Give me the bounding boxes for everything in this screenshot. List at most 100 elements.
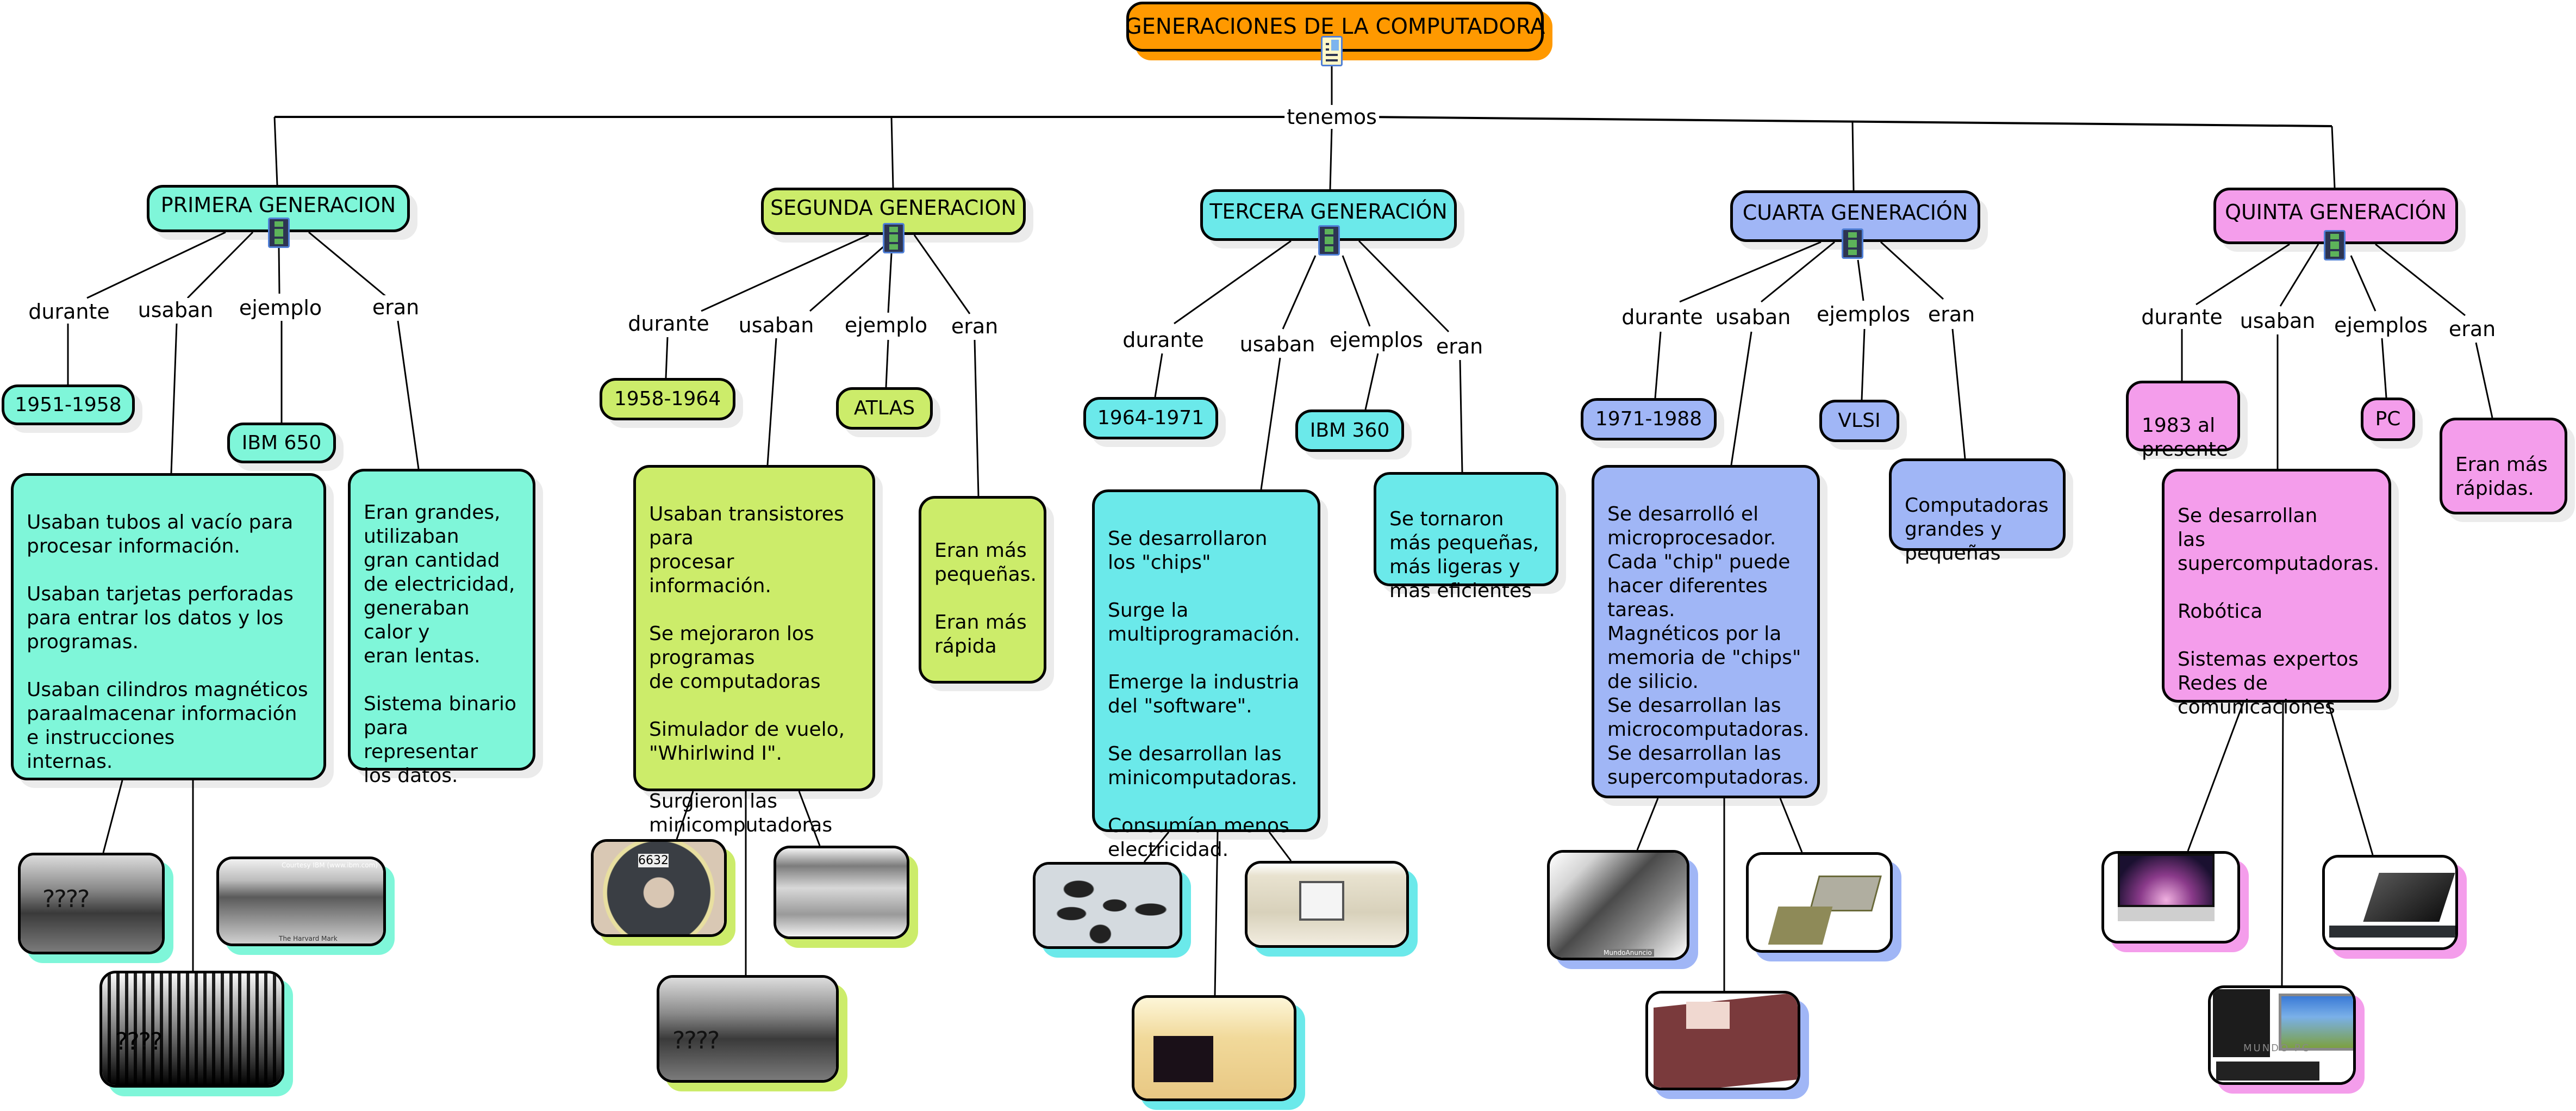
tercera-period-node[interactable]: 1964-1971: [1083, 397, 1218, 439]
image-overlay-text: MUNDO PC: [2243, 1042, 2311, 1054]
tercera-example-node[interactable]: IBM 360: [1295, 409, 1404, 452]
tercera-used-node[interactable]: Se desarrollaron los "chips" Surge la mu…: [1092, 489, 1320, 861]
link-label-usaban: usaban: [135, 298, 216, 322]
cuarta-generacion-node[interactable]: CUARTA GENERACIÓN: [1730, 190, 1980, 242]
period-text: 1951-1958: [15, 393, 122, 416]
cuarta-were-node[interactable]: Computadoras grandes y pequeñas: [1889, 458, 2066, 564]
primera-period-node[interactable]: 1951-1958: [2, 384, 135, 425]
connector-to-quinta: [2331, 126, 2336, 188]
cuarta-image-1[interactable]: MundoAnuncio: [1547, 850, 1689, 960]
connector-s-ejemplo-box: [885, 339, 889, 388]
connector-s-durante: [701, 234, 869, 312]
link-label-durante: durante: [1619, 305, 1705, 329]
were-text: Se tornaron más pequeñas, más ligeras y …: [1389, 508, 1539, 602]
quinta-were-node[interactable]: Eran más rápidas.: [2440, 418, 2567, 514]
segunda-image-2[interactable]: [774, 846, 909, 939]
connector-t-eran: [1358, 240, 1450, 333]
connector-c-img1: [1636, 798, 1659, 851]
used-text: Se desarrollaron los "chips" Surge la mu…: [1108, 527, 1300, 861]
segunda-example-node[interactable]: ATLAS: [836, 387, 933, 430]
tercera-image-1[interactable]: [1033, 862, 1182, 949]
connector-c-img2: [1779, 798, 1803, 853]
cuarta-image-2[interactable]: [1746, 852, 1893, 953]
quinta-image-2[interactable]: [2322, 855, 2458, 950]
link-label-ejemplo: ejemplo: [842, 313, 930, 337]
connector-t-ejemplos-box: [1364, 353, 1379, 410]
were-text: Eran grandes, utilizaban gran cantidad d…: [364, 501, 517, 787]
segunda-generacion-node[interactable]: SEGUNDA GENERACION: [761, 188, 1026, 235]
example-text: VLSI: [1838, 409, 1881, 432]
link-label-ejemplos: ejemplos: [2331, 313, 2430, 337]
image-overlay-text: ????: [115, 1028, 163, 1056]
connector-c-usaban-box: [1730, 331, 1752, 465]
segunda-image-1[interactable]: 6632: [591, 839, 727, 937]
connector-q-eran-box: [2475, 342, 2493, 418]
connector-t-ejemplos: [1342, 255, 1371, 327]
connector-q-img1: [2187, 702, 2244, 852]
film-resource-icon[interactable]: [2324, 230, 2346, 260]
cuarta-example-node[interactable]: VLSI: [1819, 400, 1899, 442]
tercera-image-3[interactable]: [1132, 995, 1296, 1101]
film-resource-icon[interactable]: [883, 223, 905, 253]
film-resource-icon[interactable]: [268, 218, 290, 248]
primera-example-node[interactable]: IBM 650: [227, 423, 336, 463]
link-label-usaban: usaban: [1237, 332, 1318, 356]
primera-used-node[interactable]: Usaban tubos al vacío para procesar info…: [11, 473, 326, 780]
were-text: Eran más pequeñas. Eran más rápida: [934, 539, 1037, 657]
connector-t-durante-box: [1154, 353, 1163, 398]
connector-c-durante-box: [1654, 331, 1662, 399]
link-label-eran: eran: [2446, 317, 2498, 341]
document-resource-icon[interactable]: [1321, 36, 1343, 66]
segunda-were-node[interactable]: Eran más pequeñas. Eran más rápida: [919, 496, 1046, 684]
example-text: ATLAS: [853, 397, 915, 419]
quinta-period-node[interactable]: 1983 al presente: [2126, 381, 2240, 461]
connector-c-usaban: [1761, 241, 1835, 303]
quinta-image-1[interactable]: [2101, 851, 2240, 944]
quinta-image-3[interactable]: MUNDO PC: [2208, 985, 2356, 1085]
example-text: IBM 360: [1309, 419, 1390, 442]
segunda-period-node[interactable]: 1958-1964: [600, 378, 735, 420]
segunda-used-node[interactable]: Usaban transistores para procesar inform…: [633, 465, 875, 836]
quinta-used-node[interactable]: Se desarrollan las supercomputadoras. Ro…: [2162, 469, 2391, 718]
image-caption: MundoAnuncio: [1601, 949, 1654, 957]
film-resource-icon[interactable]: [1842, 228, 1863, 259]
connector-c-eran-box: [1951, 328, 1966, 459]
segunda-image-3[interactable]: ????: [657, 975, 839, 1083]
link-label-eran: eran: [370, 295, 422, 319]
cuarta-period-node[interactable]: 1971-1988: [1581, 398, 1717, 440]
primera-were-node[interactable]: Eran grandes, utilizaban gran cantidad d…: [348, 469, 535, 787]
cuarta-used-node[interactable]: Se desarrolló el microprocesador. Cada "…: [1592, 465, 1820, 798]
primera-image-2[interactable]: Courtesy IBM (www.ibm.com) The Harvard M…: [216, 856, 386, 946]
connector-s-durante-box: [665, 337, 669, 378]
link-label-usaban: usaban: [736, 313, 816, 337]
connector-q-img2: [2327, 702, 2374, 855]
link-label-durante: durante: [2139, 305, 2225, 329]
quinta-example-node[interactable]: PC: [2361, 398, 2415, 441]
cuarta-image-3[interactable]: [1645, 991, 1800, 1090]
period-text: 1971-1988: [1595, 408, 1702, 430]
tercera-title: TERCERA GENERACIÓN: [1209, 199, 1448, 224]
connector-s-eran: [913, 234, 971, 314]
link-label-ejemplos: ejemplos: [1814, 302, 1913, 326]
connector-p-eran: [308, 231, 386, 297]
link-label-usaban: usaban: [1713, 305, 1793, 329]
connector-p-durante: [86, 231, 226, 299]
primera-image-1[interactable]: ????: [18, 853, 165, 954]
tercera-were-node[interactable]: Se tornaron más pequeñas, más ligeras y …: [1374, 472, 1558, 602]
tercera-image-2[interactable]: [1245, 861, 1409, 948]
link-label-durante: durante: [626, 312, 712, 336]
primera-image-3[interactable]: ????: [99, 971, 284, 1088]
example-text: IBM 650: [241, 431, 322, 454]
connector-c-eran: [1880, 241, 1944, 300]
film-resource-icon[interactable]: [1318, 225, 1340, 256]
connector-q-durante: [2195, 243, 2290, 306]
link-label-tenemos: tenemos: [1284, 105, 1379, 129]
cuarta-title: CUARTA GENERACIÓN: [1742, 200, 1968, 225]
connector-p-eran-box: [397, 320, 420, 469]
connector-tenemos-bar-right: [1364, 116, 2332, 127]
period-text: 1958-1964: [614, 388, 721, 410]
used-text: Se desarrolló el microprocesador. Cada "…: [1607, 503, 1810, 789]
used-text: Usaban transistores para procesar inform…: [649, 503, 845, 836]
segunda-title: SEGUNDA GENERACION: [770, 195, 1016, 220]
